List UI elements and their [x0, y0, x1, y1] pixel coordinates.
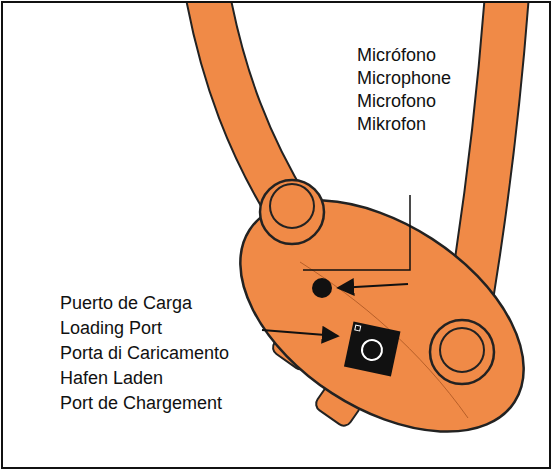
- control-body: [199, 153, 549, 467]
- arm-joint: [430, 320, 494, 384]
- charging-port: [344, 322, 401, 377]
- device: [199, 3, 549, 467]
- leader-arrow: [338, 284, 408, 288]
- leader-line: [303, 195, 410, 270]
- microphone-label: Microfono: [357, 90, 436, 113]
- port-label: Puerto de Carga: [60, 292, 192, 315]
- left-arm: [205, 3, 290, 212]
- port-label: Hafen Laden: [60, 367, 163, 390]
- arm-joint-ring: [440, 328, 484, 372]
- microphone-label: Mikrofon: [357, 113, 426, 136]
- microphone-hole: [312, 278, 332, 298]
- port-label: Port de Chargement: [60, 392, 222, 415]
- microphone-label: Microphone: [357, 67, 451, 90]
- leader-arrow: [262, 330, 338, 336]
- port-label: Loading Port: [60, 317, 162, 340]
- port-label: Porta di Caricamento: [60, 342, 229, 365]
- arm-joint-ring: [270, 184, 314, 228]
- left-arm-outline: [205, 3, 290, 212]
- arm-joint: [260, 180, 324, 244]
- microphone-label: Micrófono: [357, 44, 436, 67]
